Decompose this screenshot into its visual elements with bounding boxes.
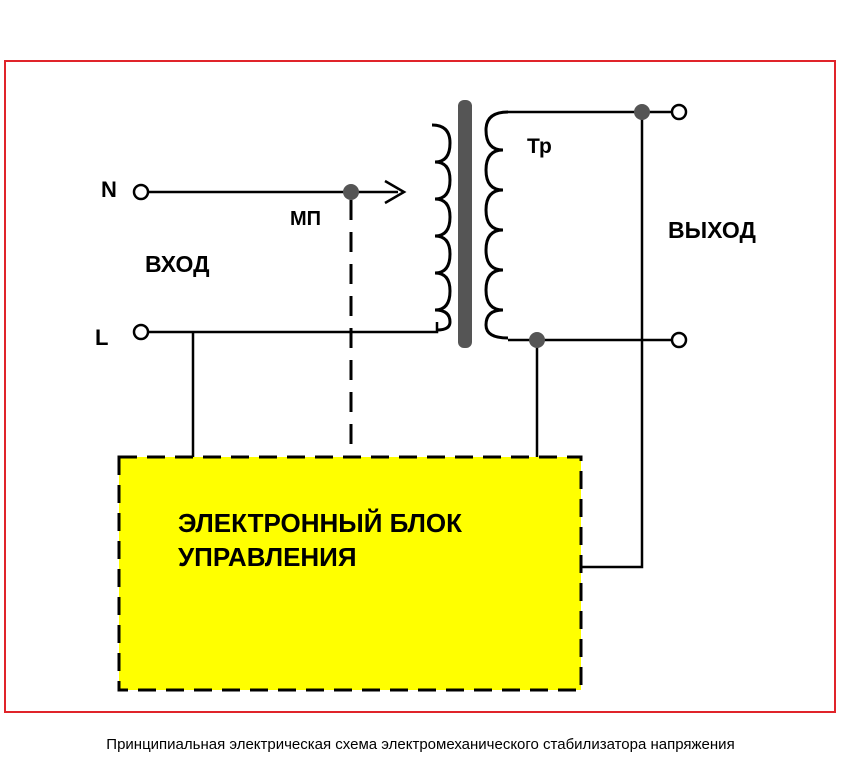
diagram-frame bbox=[4, 60, 836, 713]
label-input: ВХОД bbox=[145, 251, 209, 277]
terminal-l bbox=[132, 323, 150, 341]
secondary-winding bbox=[484, 110, 509, 340]
terminal-n bbox=[132, 183, 150, 201]
figure-caption: Принципиальная электрическая схема элект… bbox=[106, 736, 735, 753]
slider-arrowhead bbox=[384, 179, 407, 205]
output-feedback-wire bbox=[581, 112, 644, 569]
terminal-out-bottom bbox=[670, 331, 688, 349]
label-slider: МП bbox=[290, 208, 321, 230]
label-l: L bbox=[95, 325, 108, 350]
transformer-core bbox=[458, 100, 472, 348]
control-block-title-line1: ЭЛЕКТРОННЫЙ БЛОК bbox=[178, 508, 462, 538]
control-block bbox=[117, 455, 583, 692]
input-line-l bbox=[148, 322, 439, 334]
label-output: ВЫХОД bbox=[668, 217, 756, 243]
label-n: N bbox=[101, 177, 117, 202]
control-block-title-line2: УПРАВЛЕНИЯ bbox=[178, 542, 357, 572]
slider-node bbox=[343, 184, 359, 200]
primary-winding bbox=[431, 123, 452, 332]
secondary-bottom-node bbox=[529, 332, 545, 348]
output-top-node bbox=[634, 104, 650, 120]
terminal-out-top bbox=[670, 103, 688, 121]
label-transformer: Тр bbox=[527, 135, 552, 158]
